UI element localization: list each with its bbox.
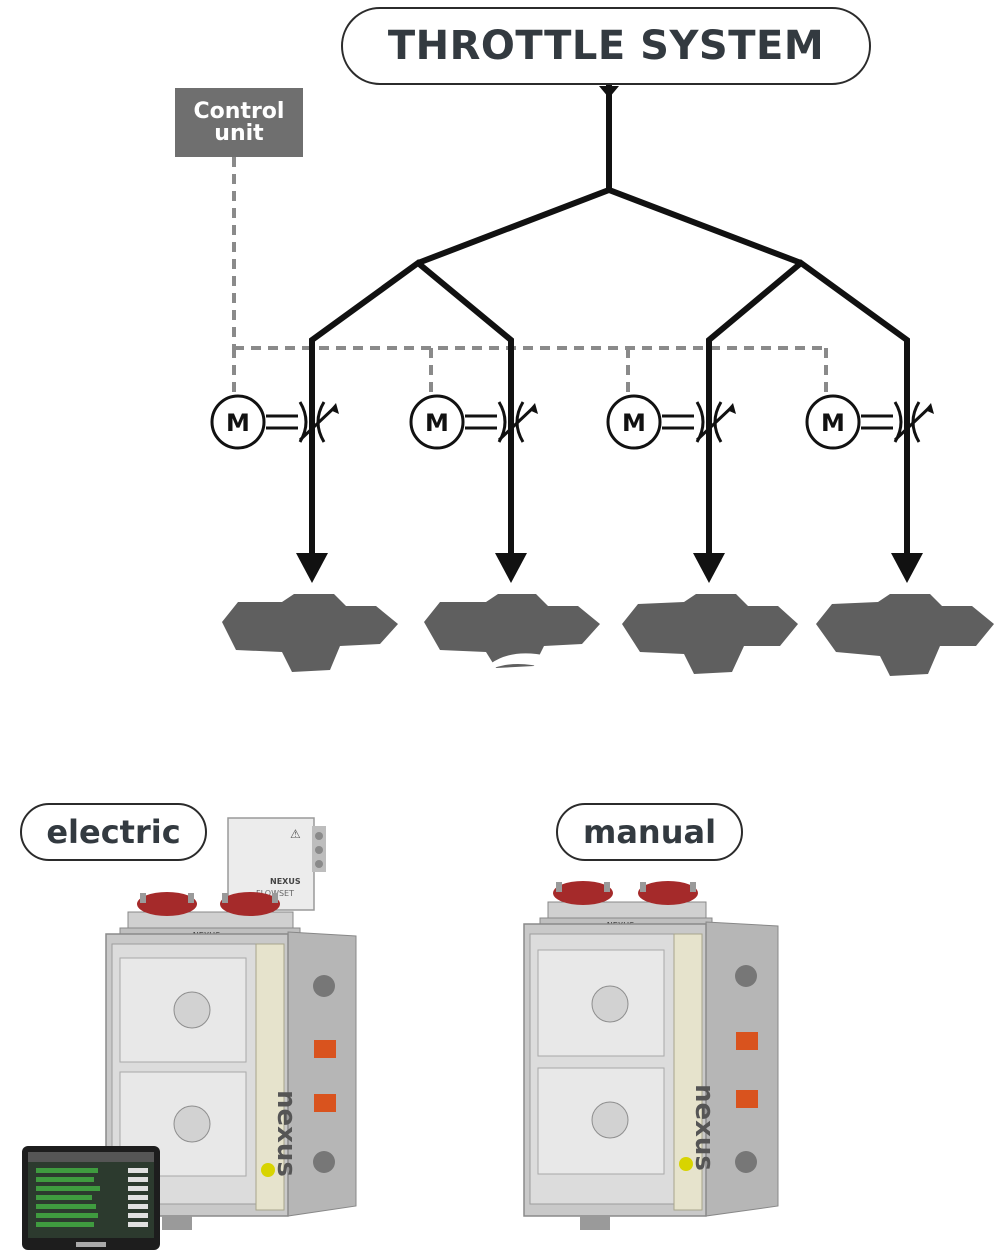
manual-label: manual bbox=[582, 813, 717, 851]
manifold-cap bbox=[553, 881, 613, 905]
motor-icon bbox=[409, 394, 465, 450]
molded-part-4 bbox=[816, 594, 994, 676]
electric-label: electric bbox=[46, 813, 181, 851]
arrow-head-1 bbox=[296, 553, 328, 583]
manifold-cap bbox=[137, 892, 197, 916]
molded-part-1 bbox=[222, 594, 398, 672]
arrow-head-4 bbox=[891, 553, 923, 583]
motor-label: M bbox=[622, 409, 646, 437]
manifold-cap bbox=[638, 881, 698, 905]
control-unit-label-line1: Control bbox=[193, 98, 285, 124]
flow-tree bbox=[309, 85, 910, 555]
machine-brand-logo: nexus bbox=[271, 1090, 301, 1177]
molded-part-2 bbox=[424, 594, 600, 668]
cavity bbox=[173, 991, 211, 1029]
electric-hot-runner-mold: ⚠ NEXUS FLOWSET ≡NEXUS nexus bbox=[22, 817, 357, 1250]
manual-variant-pill: manual bbox=[556, 803, 743, 861]
side-connectors bbox=[735, 965, 758, 1173]
warning-icon: ⚠ bbox=[290, 827, 301, 841]
manifold-cap bbox=[220, 892, 280, 916]
title-pill: THROTTLE SYSTEM bbox=[341, 7, 871, 85]
arrow-head-2 bbox=[495, 553, 527, 583]
motor-label: M bbox=[226, 409, 250, 437]
controller-tablet bbox=[22, 1146, 160, 1250]
motor-label: M bbox=[425, 409, 449, 437]
motor-label: M bbox=[821, 409, 845, 437]
motor-unit-1: M bbox=[210, 394, 339, 450]
throttle-valve-icon bbox=[861, 401, 933, 443]
throttle-valve-icon bbox=[465, 401, 537, 443]
cavity bbox=[591, 985, 629, 1023]
cavity bbox=[173, 1105, 211, 1143]
motor-unit-4: M bbox=[805, 394, 934, 450]
molded-parts bbox=[222, 594, 994, 676]
output-arrows bbox=[296, 553, 923, 583]
control-unit-label-line2: unit bbox=[214, 120, 264, 146]
motor-icon bbox=[210, 394, 266, 450]
motor-unit-2: M bbox=[409, 394, 538, 450]
title-connector-arrow bbox=[599, 86, 619, 98]
motor-icon bbox=[805, 394, 861, 450]
cavity bbox=[591, 1101, 629, 1139]
machine-brand-logo: nexus bbox=[689, 1084, 719, 1171]
box-brand-label: NEXUS bbox=[270, 877, 301, 886]
manual-hot-runner-mold: ≡NEXUS nexus bbox=[523, 881, 779, 1230]
throttle-valve-icon bbox=[662, 401, 735, 443]
control-signal-lines bbox=[232, 157, 828, 395]
electric-variant-pill: electric bbox=[20, 803, 207, 861]
side-connectors bbox=[313, 975, 336, 1173]
motor-icon bbox=[606, 394, 662, 450]
molded-part-3 bbox=[622, 594, 798, 674]
arrow-head-3 bbox=[693, 553, 725, 583]
diagram-title: THROTTLE SYSTEM bbox=[387, 23, 825, 69]
control-unit-box: Control unit bbox=[175, 88, 303, 157]
motor-unit-3: M bbox=[606, 394, 736, 450]
throttle-valve-icon bbox=[266, 401, 338, 443]
